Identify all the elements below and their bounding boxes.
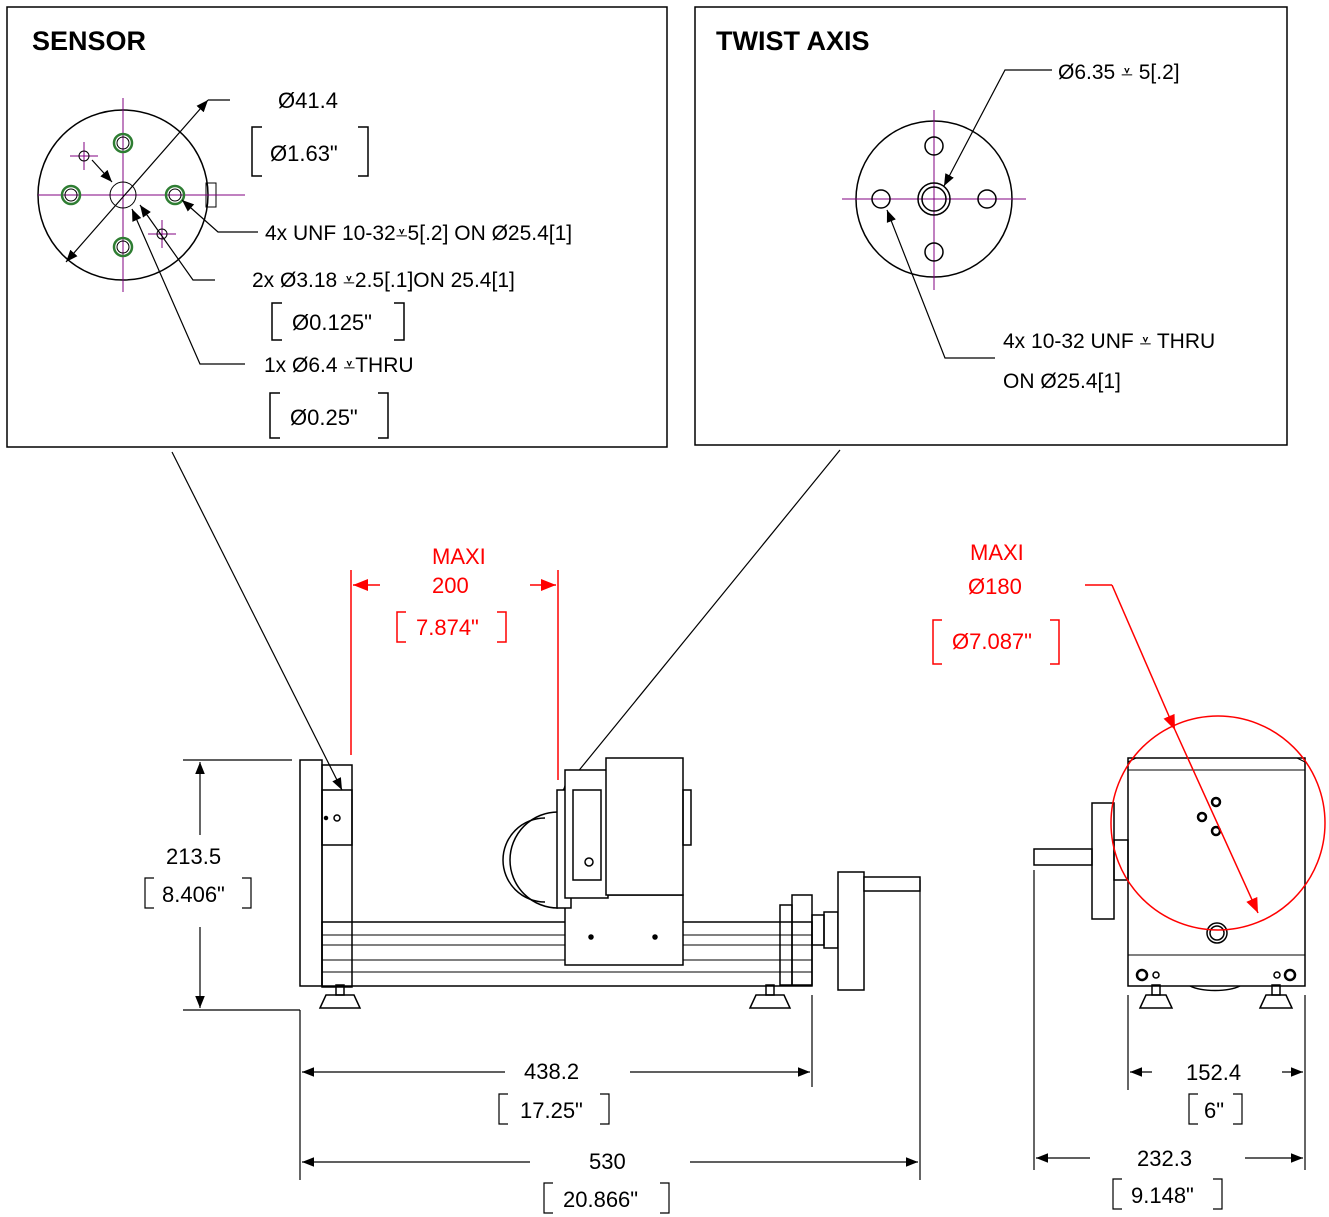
sensor-center-bracket	[269, 392, 389, 439]
side-overall-in: 9.148"	[1131, 1183, 1194, 1208]
max-spacing-in: 7.874"	[416, 615, 479, 640]
height-in: 8.406"	[162, 882, 225, 907]
twist-holes-note-1: 4x 10-32 UNF ⩡ THRU	[1003, 330, 1215, 353]
twist-face-drawing	[842, 69, 1052, 359]
sensor-note-tapped: 4x UNF 10-32⩡5[.2] ON Ø25.4[1]	[265, 222, 572, 245]
width-inner-in: 17.25"	[520, 1098, 583, 1123]
sensor-pins-in: Ø0.125"	[292, 310, 372, 335]
twist-holes-note-2: ON Ø25.4[1]	[1003, 370, 1121, 393]
front-view-machine	[299, 757, 921, 1009]
width-outer-in: 20.866"	[563, 1187, 638, 1212]
side-base-in: 6"	[1204, 1098, 1224, 1123]
max-spacing-dimension	[350, 570, 559, 780]
sensor-title: SENSOR	[32, 26, 146, 56]
max-diameter-value: Ø180	[968, 574, 1022, 599]
side-view-dimensions	[1033, 870, 1306, 1210]
max-diameter-dimension	[932, 584, 1259, 914]
sensor-diameter-in: Ø1.63"	[270, 141, 338, 166]
max-spacing-value: 200	[432, 573, 469, 598]
twist-center-note: Ø6.35 ⩡ 5[.2]	[1058, 61, 1180, 84]
side-view-machine	[1033, 757, 1306, 1009]
sensor-note-pins: 2x Ø3.18 ⩡2.5[.1]ON 25.4[1]	[252, 269, 515, 292]
sensor-face-drawing	[37, 98, 258, 365]
sensor-diameter-in-bracket	[251, 126, 369, 177]
callout-leaders	[171, 449, 841, 791]
width-inner-mm: 438.2	[524, 1059, 579, 1084]
side-overall-mm: 232.3	[1137, 1146, 1192, 1171]
max-diameter-circle	[1110, 715, 1326, 931]
sensor-note-center: 1x Ø6.4 ⩡THRU	[264, 354, 414, 377]
front-view-dimensions	[144, 759, 921, 1214]
height-mm: 213.5	[166, 844, 221, 869]
sensor-pins-bracket	[271, 302, 405, 341]
side-base-mm: 152.4	[1186, 1060, 1241, 1085]
max-diameter-in: Ø7.087"	[952, 629, 1032, 654]
max-diameter-label: MAXI	[970, 540, 1024, 565]
sensor-center-in: Ø0.25"	[290, 405, 358, 430]
sensor-panel: SENSOR	[6, 6, 668, 448]
twist-axis-panel: TWIST AXIS Ø6.35 ⩡ 5[.2] 4x 10-32 UNF ⩡ …	[694, 6, 1288, 446]
max-spacing-label: MAXI	[432, 544, 486, 569]
twist-title: TWIST AXIS	[716, 26, 870, 56]
width-outer-mm: 530	[589, 1149, 626, 1174]
sensor-diameter-mm: Ø41.4	[278, 88, 338, 113]
